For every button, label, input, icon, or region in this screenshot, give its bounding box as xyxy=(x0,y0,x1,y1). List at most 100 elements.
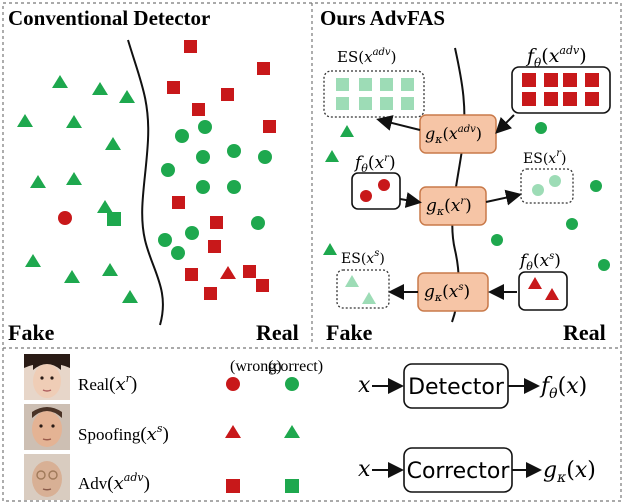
adv-wrong-marker xyxy=(167,81,180,94)
left-decision-boundary xyxy=(127,39,164,326)
spoof-correct-marker xyxy=(122,290,138,303)
f-adv-box xyxy=(511,66,611,114)
real-correct-marker xyxy=(196,180,210,194)
es-adv-label: ES(xadv) xyxy=(337,47,396,66)
spoof-correct-marker xyxy=(17,114,33,127)
real-correct-marker xyxy=(171,246,185,260)
legend-spoof-wrong-marker xyxy=(225,425,241,438)
real-correct-marker xyxy=(535,122,547,134)
adv-face-image xyxy=(24,454,70,500)
es-r-box xyxy=(520,168,574,204)
adv-wrong-marker xyxy=(221,88,234,101)
f-r-label: fθ(xr) xyxy=(353,153,396,175)
es-s-label: ES(xs) xyxy=(341,248,385,267)
right-real-label: Real xyxy=(563,320,606,345)
real-correct-marker xyxy=(185,226,199,240)
real-correct-marker xyxy=(196,150,210,164)
f-s-marker xyxy=(528,277,542,289)
real-correct-marker xyxy=(251,216,265,230)
right-panel-title: Ours AdvFAS xyxy=(320,6,445,30)
adv-wrong-marker xyxy=(256,279,269,292)
f-r-box xyxy=(351,172,401,210)
arrow-gr-to-esr xyxy=(485,189,522,206)
real-face-image xyxy=(24,354,70,400)
detector-box-label: Detector xyxy=(408,375,505,400)
spoof-correct-marker xyxy=(66,115,82,128)
f-r-marker xyxy=(378,179,390,191)
arrow-fr-to-gr xyxy=(399,192,422,208)
legend-spoof-correct-marker xyxy=(284,425,300,438)
legend-real-wrong-marker xyxy=(226,377,240,391)
spoof-correct-marker xyxy=(64,270,80,283)
adv-wrong-marker xyxy=(210,216,223,229)
es-adv-markers xyxy=(336,78,414,110)
real-correct-marker xyxy=(158,233,172,247)
left-panel-title: Conventional Detector xyxy=(8,6,210,30)
real-correct-marker xyxy=(491,234,503,246)
spoof-correct-marker xyxy=(30,175,46,188)
adv-wrong-marker xyxy=(243,265,256,278)
adv-wrong-marker xyxy=(192,103,205,116)
corrector-output-label: gκ(x) xyxy=(543,458,596,486)
real-correct-marker xyxy=(175,129,189,143)
es-s-box xyxy=(336,269,390,309)
spoof-correct-marker xyxy=(52,75,68,88)
g-adv-box xyxy=(419,114,497,154)
detector-output-label: fθ(x) xyxy=(539,374,587,402)
spoof-correct-marker xyxy=(105,137,121,150)
f-adv-markers xyxy=(522,73,599,106)
spoof-face-image xyxy=(24,404,70,450)
spoof-correct-marker xyxy=(119,90,135,103)
es-s-marker xyxy=(345,275,359,287)
f-s-label: fθ(xs) xyxy=(518,251,561,273)
real-correct-marker xyxy=(598,259,610,271)
legend-wrong-header: (wrong) xyxy=(230,358,282,375)
corrector-box-label: Corrector xyxy=(407,459,511,484)
spoof-correct-marker xyxy=(323,243,337,255)
spoof-correct-marker xyxy=(325,150,339,162)
es-adv-box xyxy=(323,70,425,118)
legend-real-correct-marker xyxy=(285,377,299,391)
arrow-fadv-to-gadv xyxy=(495,114,515,134)
legend-adv-wrong-marker xyxy=(226,479,240,493)
es-s-marker xyxy=(362,292,376,304)
real-wrong-marker xyxy=(58,211,72,225)
spoof-correct-marker xyxy=(102,263,118,276)
es-r-marker xyxy=(549,175,561,187)
adv-wrong-marker xyxy=(204,287,217,300)
adv-wrong-marker xyxy=(263,120,276,133)
legend-spoofing-label: Spoofing(xs) xyxy=(78,422,169,445)
real-correct-marker xyxy=(227,144,241,158)
g-r-label: gκ(xr) xyxy=(426,196,472,218)
legend-adv-label: Adv(xadv) xyxy=(78,471,150,494)
real-correct-marker xyxy=(198,120,212,134)
real-correct-marker xyxy=(590,180,602,192)
right-fake-label: Fake xyxy=(326,320,373,345)
f-adv-label: fθ(xadv) xyxy=(525,44,587,70)
spoof-correct-marker xyxy=(340,125,354,137)
real-correct-marker xyxy=(227,180,241,194)
detector-input-label: x xyxy=(358,373,371,398)
f-s-marker xyxy=(545,288,559,300)
g-s-label: gκ(xs) xyxy=(424,282,470,304)
f-s-box xyxy=(518,271,568,311)
spoof-correct-marker xyxy=(92,82,108,95)
corrector-input-label: x xyxy=(358,457,371,482)
adv-wrong-marker xyxy=(172,196,185,209)
legend-adv-correct-marker xyxy=(285,479,299,493)
spoof-wrong-marker xyxy=(220,266,236,279)
legend-correct-header: (correct) xyxy=(268,358,323,375)
left-real-label: Real xyxy=(256,320,299,345)
left-adv-wrong-group xyxy=(167,40,276,300)
adv-wrong-marker xyxy=(184,40,197,53)
real-correct-marker xyxy=(161,163,175,177)
spoof-correct-marker xyxy=(66,172,82,185)
legend-real-label: Real(xr) xyxy=(78,372,137,395)
g-adv-label: gκ(xadv) xyxy=(425,124,482,146)
left-real-correct-group xyxy=(158,120,272,260)
real-correct-marker xyxy=(566,218,578,230)
es-r-label: ES(xr) xyxy=(523,148,566,167)
spoof-correct-marker xyxy=(97,200,113,213)
adv-correct-marker xyxy=(107,212,121,226)
